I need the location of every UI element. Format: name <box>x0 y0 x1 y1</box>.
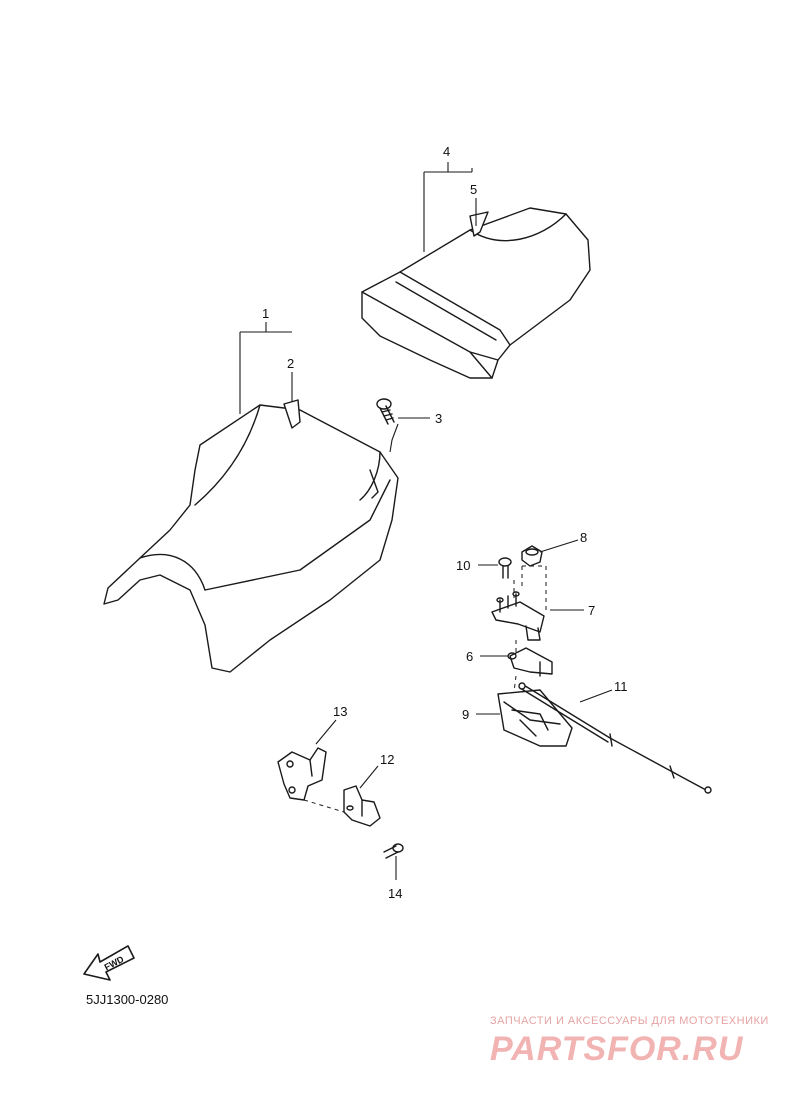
callout-13: 13 <box>333 704 347 719</box>
callout-10: 10 <box>456 558 470 573</box>
watermark-tagline: ЗАПЧАСТИ И АКСЕССУАРЫ ДЛЯ МОТОТЕХНИКИ <box>490 1015 769 1027</box>
callout-7: 7 <box>588 603 595 618</box>
lock-part-6 <box>507 647 553 677</box>
callout-12: 12 <box>380 752 394 767</box>
leader-lines <box>239 162 613 880</box>
cable-11 <box>518 682 712 794</box>
callout-9: 9 <box>462 707 469 722</box>
fwd-arrow-icon: FWD <box>83 945 135 981</box>
callout-1: 1 <box>262 306 269 321</box>
nut-8 <box>521 545 543 567</box>
front-seat <box>103 404 399 673</box>
callout-4: 4 <box>443 144 450 159</box>
assembly-dashes <box>303 565 547 813</box>
callout-11: 11 <box>614 679 628 694</box>
callout-14: 14 <box>388 886 402 901</box>
watermark-brand: PARTSFOR.RU <box>490 1030 744 1068</box>
hinge-plate-13 <box>277 747 327 801</box>
front-seat-tag <box>283 399 301 429</box>
callout-3: 3 <box>435 411 442 426</box>
callout-2: 2 <box>287 356 294 371</box>
seat-lock-9 <box>497 689 573 747</box>
drawing-code: 5JJ1300-0280 <box>86 992 168 1007</box>
bolt-14 <box>383 843 404 859</box>
callout-5: 5 <box>470 182 477 197</box>
callout-labels: 4 5 1 2 3 8 10 7 6 11 9 13 12 14 <box>262 144 628 901</box>
bolt-10 <box>498 557 512 579</box>
bolt-3 <box>376 398 395 425</box>
rear-seat-tag <box>469 211 489 237</box>
rear-seat <box>361 207 591 379</box>
bracket-7 <box>491 591 545 641</box>
hinge-12 <box>343 785 381 827</box>
callout-6: 6 <box>466 649 473 664</box>
callout-8: 8 <box>580 530 587 545</box>
